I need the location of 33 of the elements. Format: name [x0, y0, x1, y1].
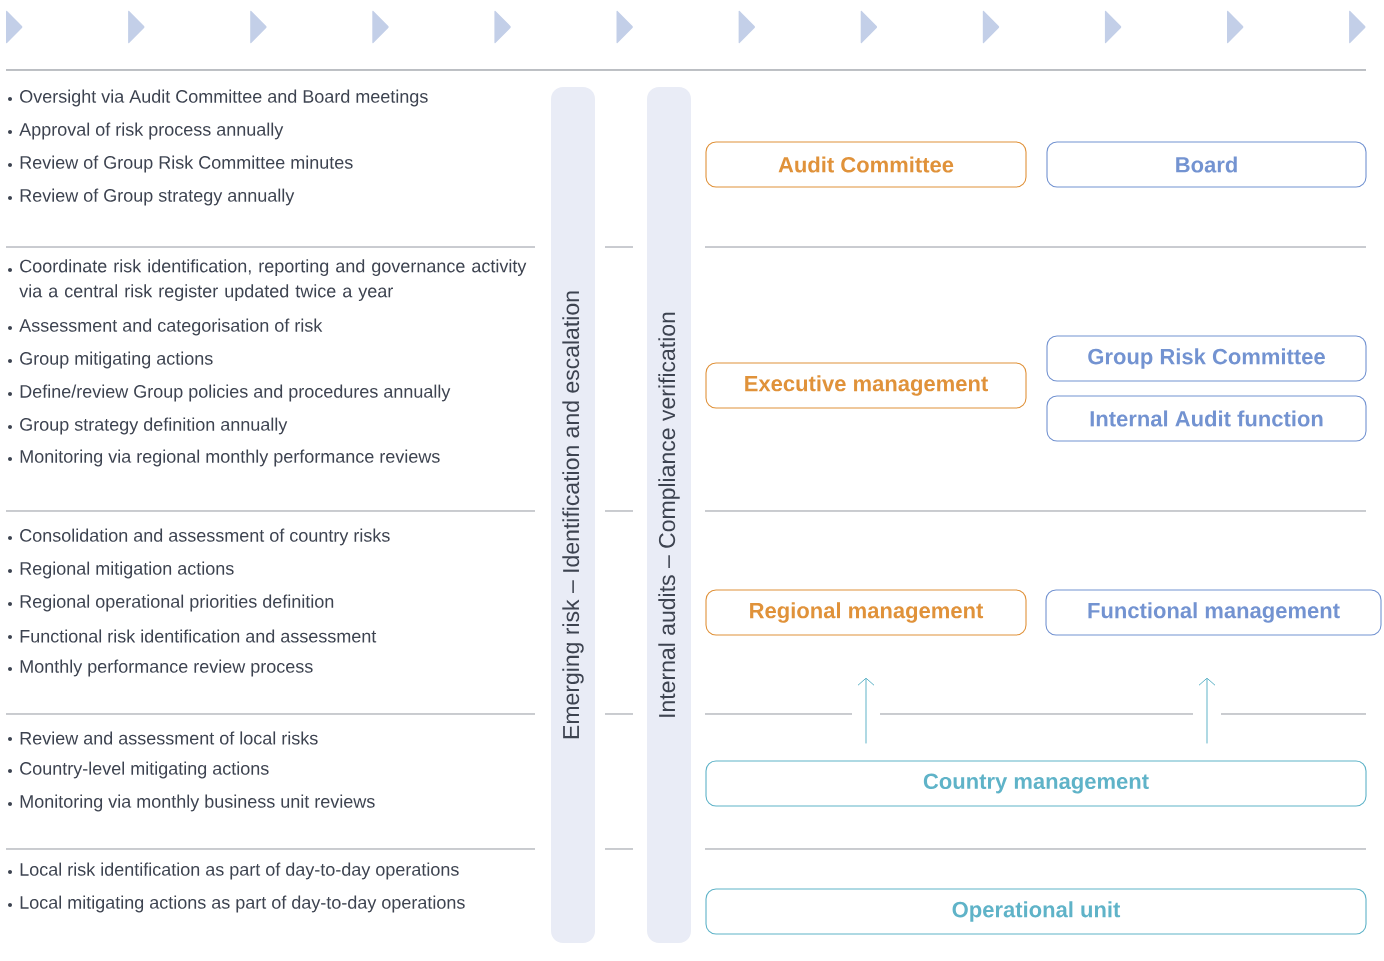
bullet-text: Regional operational priorities definition — [20, 594, 334, 612]
bullet-text: Country-level mitigating actions — [20, 761, 269, 779]
bullet-text: Review of Group strategy annually — [20, 188, 295, 206]
role-box: Functional management — [1045, 589, 1382, 636]
bullet-text: Local risk identification as part of day-to-day operations — [20, 862, 459, 880]
bullet-text: Review of Group Risk Committee minutes — [20, 155, 353, 173]
role-box: Executive management — [705, 362, 1027, 409]
bullet-text: Assessment and categorisation of risk — [19, 318, 323, 336]
vertical-band: Internal audits – Compliance verification — [647, 87, 691, 943]
bullet-text: Coordinate risk identification, reporting and governance activity via a central risk register updated twice a year — [19, 259, 527, 301]
role-box: Group Risk Committee — [1046, 335, 1367, 382]
bullet-text: Oversight via Audit Committee and Board meetings — [20, 89, 428, 107]
role-box: Operational unit — [705, 888, 1367, 935]
role-box: Board — [1046, 141, 1367, 188]
bullet-text: Approval of risk process annually — [19, 122, 284, 140]
bullet-text: Group mitigating actions — [20, 351, 213, 369]
bullet-text: Regional mitigation actions — [20, 561, 234, 579]
bullet-text: Review and assessment of local risks — [20, 731, 318, 745]
bullet-text: Consolidation and assessment of country risks — [20, 528, 390, 546]
role-box: Country management — [705, 760, 1367, 807]
bullet-text: Define/review Group policies and procedures annually — [20, 384, 451, 402]
role-box: Regional management — [705, 589, 1027, 636]
vertical-band: Emerging risk – Identification and escalation — [551, 87, 595, 943]
bullet-text: Monitoring via regional monthly performance reviews — [20, 449, 440, 467]
bullet-text: Local mitigating actions as part of day-to-day operations — [20, 895, 465, 913]
bullet-text: Monthly performance review process — [20, 659, 313, 677]
bullet-text: Monitoring via monthly business unit reviews — [20, 794, 375, 812]
arrow — [1198, 677, 1216, 744]
role-box: Internal Audit function — [1046, 395, 1367, 442]
role-box: Audit Committee — [705, 141, 1027, 188]
bullet-text: Group strategy definition annually — [20, 417, 288, 435]
bullet-text: Functional risk identification and assessment — [20, 629, 377, 643]
arrow — [857, 677, 875, 744]
